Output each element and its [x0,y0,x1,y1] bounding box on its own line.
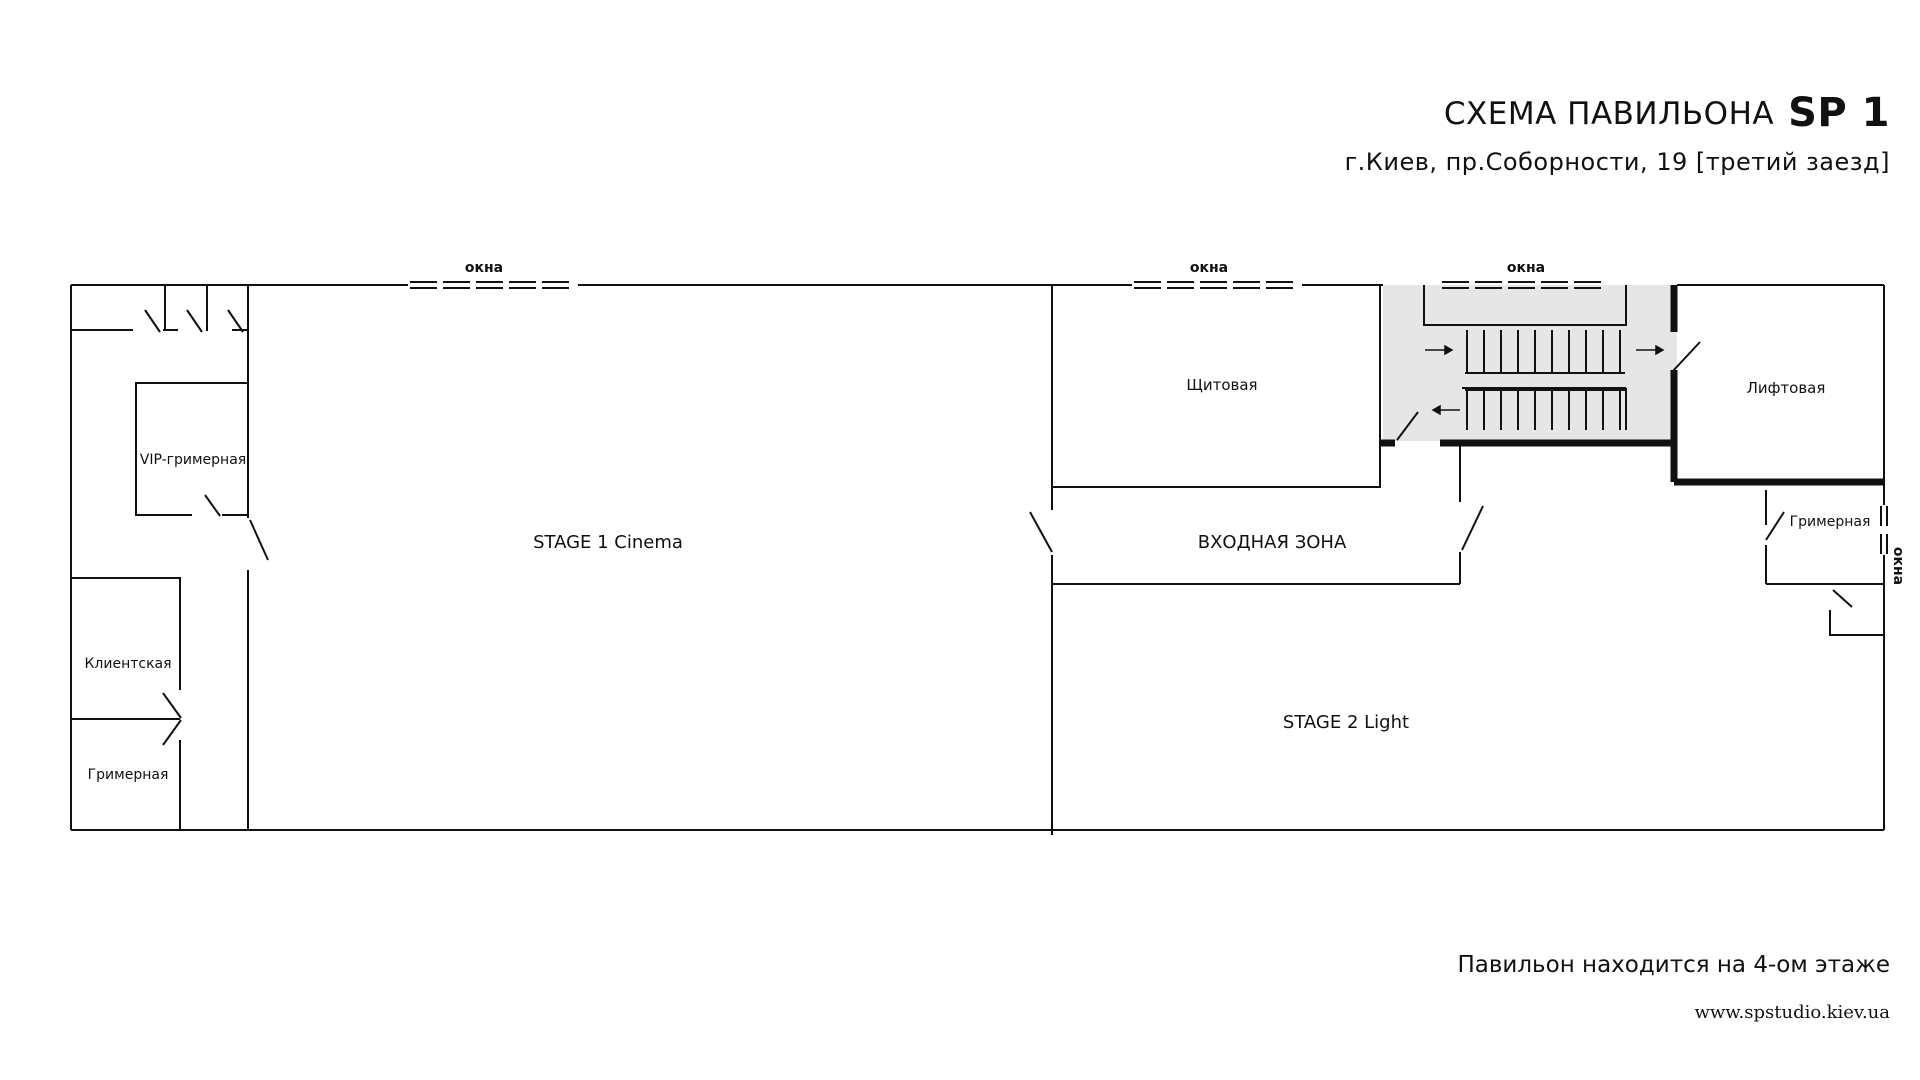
room-label-stage1: STAGE 1 Cinema [533,532,683,553]
room-label-stage2: STAGE 2 Light [1283,712,1409,733]
room-label-switchboard: Щитовая [1186,376,1257,394]
website-link[interactable]: www.spstudio.kiev.ua [1694,1002,1890,1023]
staircase-area [1383,285,1677,441]
window-label-3: окна [1507,260,1545,276]
window-label-2: окна [1190,260,1228,276]
plan-title-text: СХЕМА ПАВИЛЬОНА [1443,96,1775,132]
windows [410,281,1888,554]
pavilion-code: SP 1 [1788,90,1890,136]
window-label-1: окна [465,260,503,276]
room-label-dressing-left: Гримерная [88,767,169,783]
load-bearing-walls [1380,285,1884,486]
room-label-dressing-right: Гримерная [1790,514,1871,530]
plan-title: СХЕМА ПАВИЛЬОНА SP 1 [1443,88,1890,136]
walls [70,284,1885,835]
address: г.Киев, пр.Соборности, 19 [третий заезд] [1344,148,1890,176]
room-label-elevator-room: Лифтовая [1747,379,1826,397]
window-label-4: окна [1890,547,1906,585]
room-label-entrance: ВХОДНАЯ ЗОНА [1198,532,1347,553]
stair-arrows [1425,344,1665,416]
room-label-vip-dressing: VIP-гримерная [140,452,246,468]
room-label-client-room: Клиентская [84,656,171,672]
floor-note: Павильон находится на 4-ом этаже [1457,952,1890,978]
